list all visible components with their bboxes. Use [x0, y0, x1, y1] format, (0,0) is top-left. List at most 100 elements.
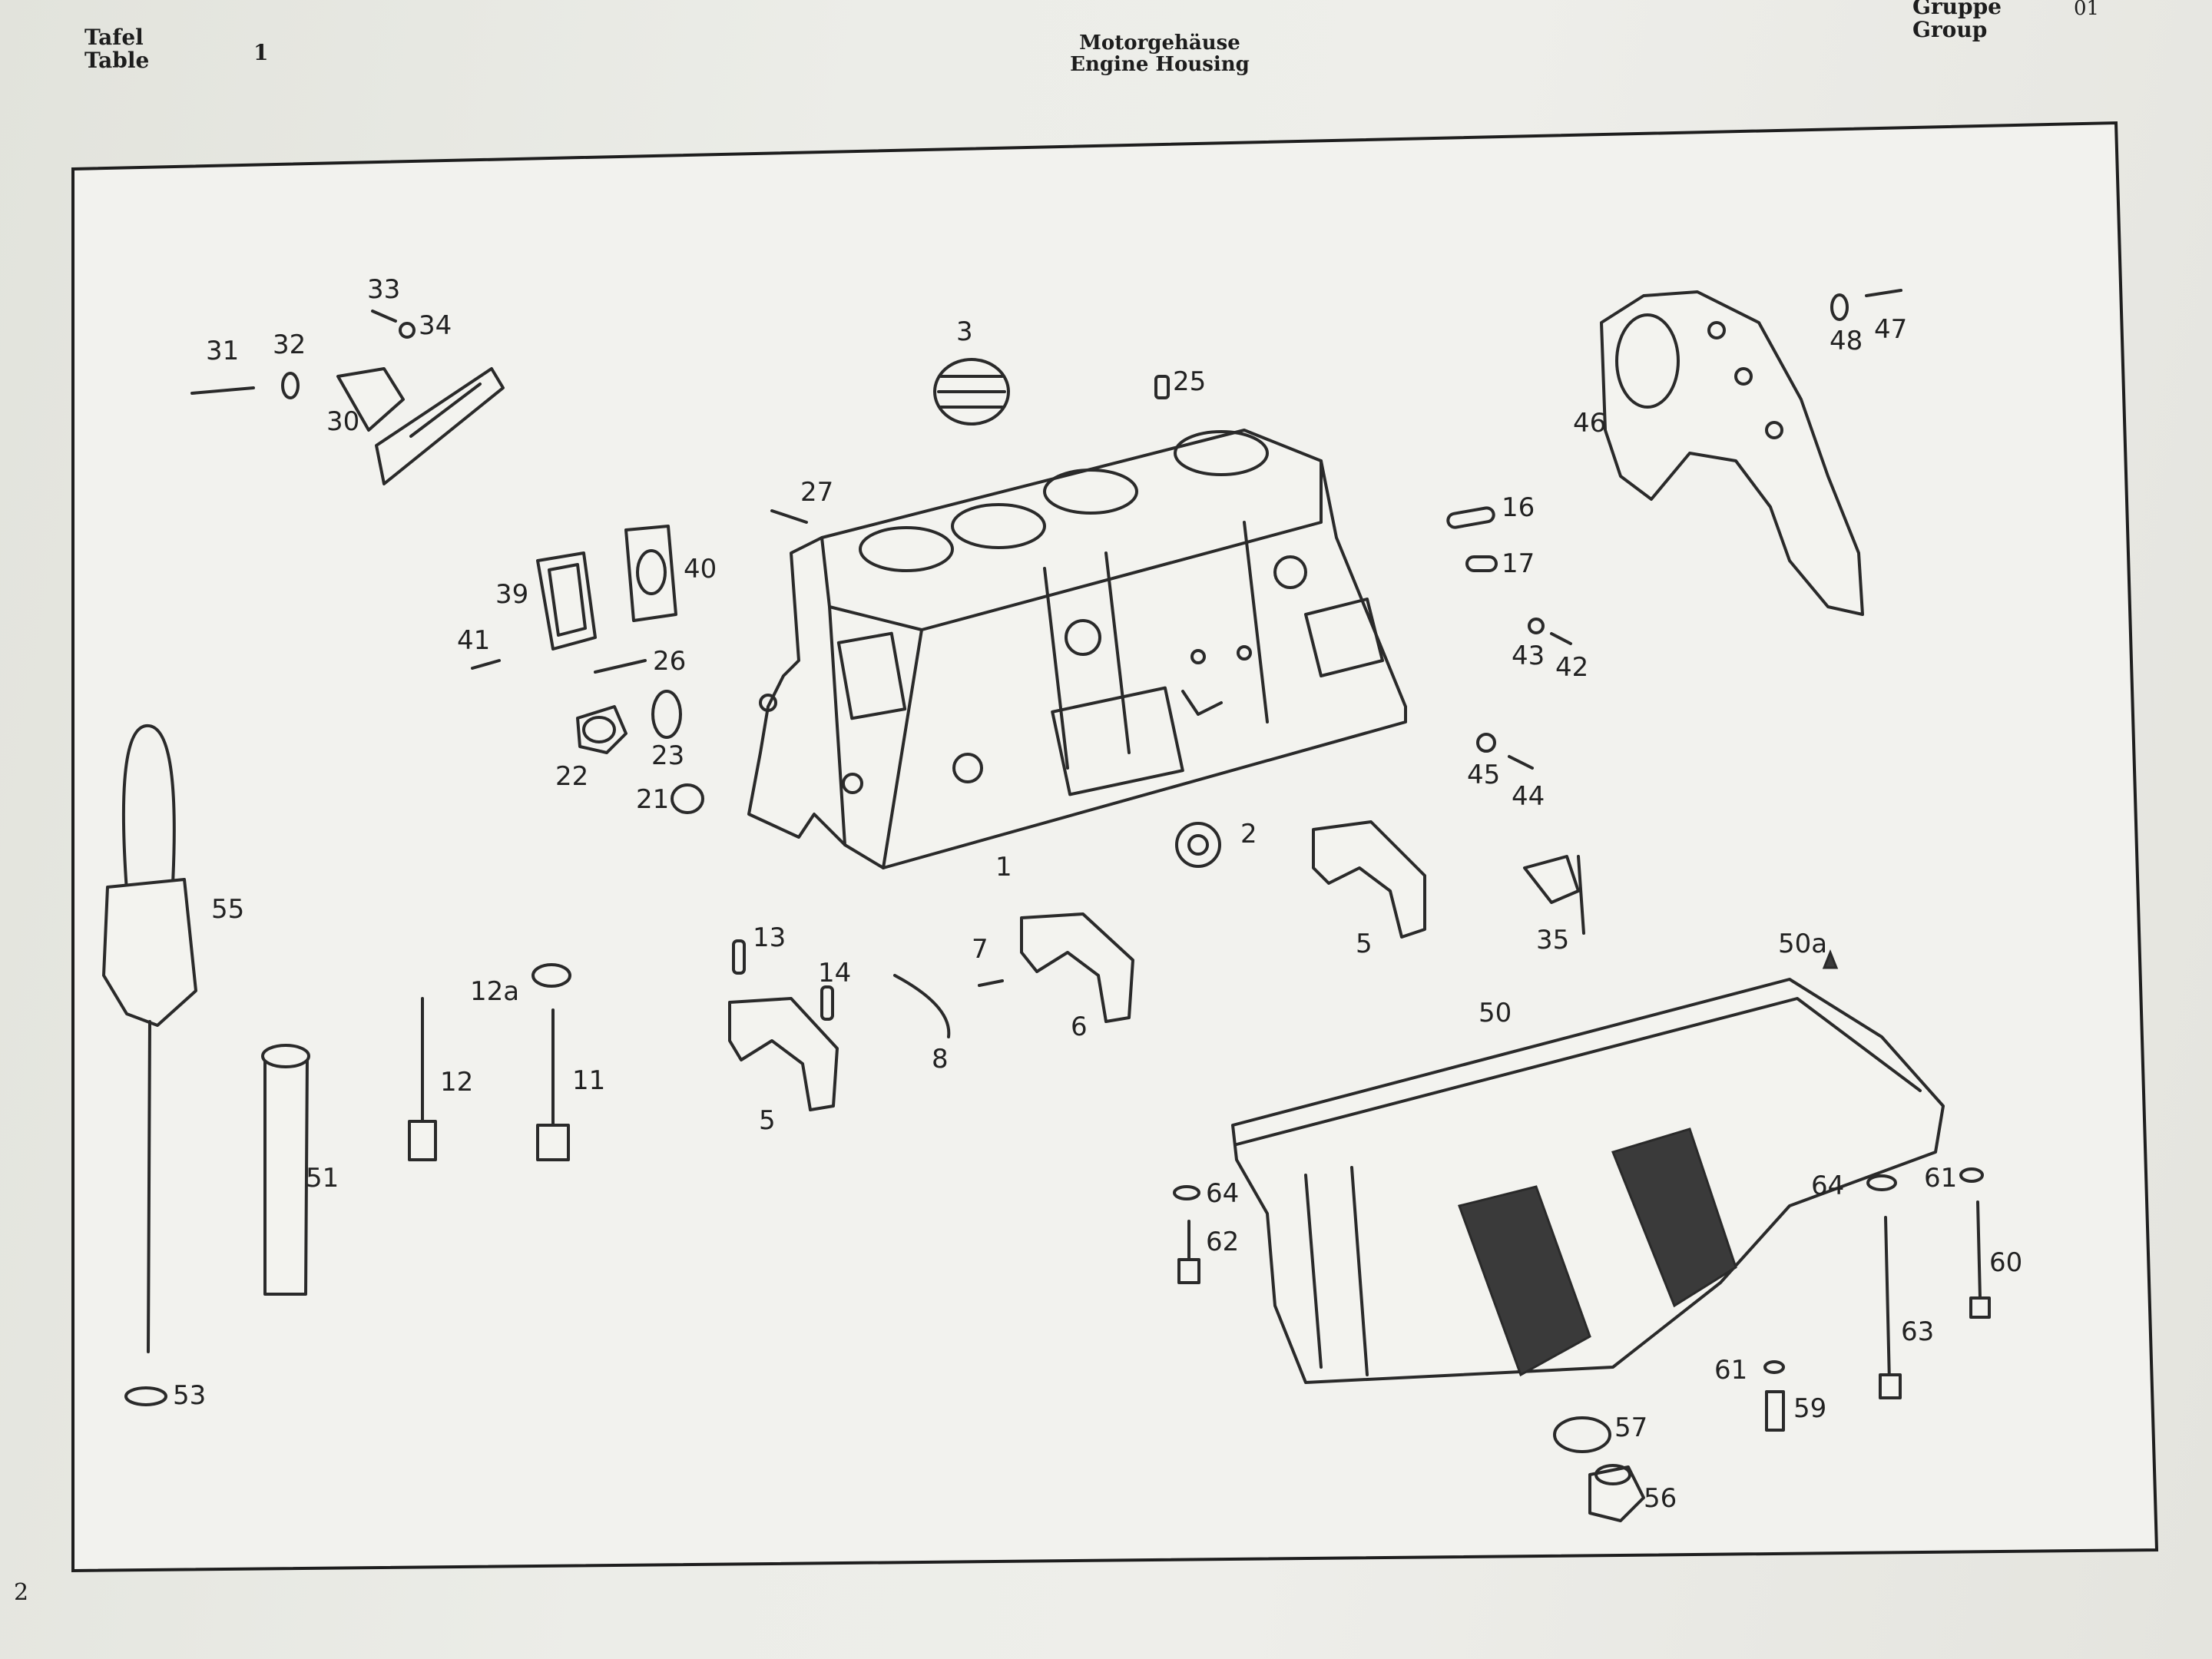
bearing-cap-5-left — [728, 997, 839, 1111]
bolt-33 — [371, 310, 397, 323]
callout-7: 7 — [972, 934, 988, 965]
group-number: 01 — [2074, 0, 2100, 20]
page-title: Motorgehäuse Engine Housing — [998, 32, 1321, 75]
callout-64-left: 64 — [1206, 1178, 1239, 1209]
callout-26: 26 — [653, 646, 686, 677]
callout-46: 46 — [1573, 408, 1606, 439]
callout-30: 30 — [326, 406, 359, 437]
callout-64-right: 64 — [1811, 1171, 1844, 1201]
callout-63: 63 — [1901, 1316, 1934, 1347]
washer-61-bottom — [1763, 1360, 1785, 1374]
tube-51 — [261, 1044, 310, 1296]
callout-16: 16 — [1502, 492, 1535, 523]
callout-3: 3 — [956, 316, 973, 347]
washer-48 — [1830, 293, 1849, 321]
washer-64-right — [1866, 1174, 1897, 1191]
pin-13 — [732, 939, 746, 975]
bolt-60 — [1969, 1200, 1991, 1319]
callout-45: 45 — [1467, 760, 1500, 790]
pin-14 — [820, 985, 834, 1021]
pin-17 — [1465, 555, 1498, 572]
callout-43: 43 — [1512, 641, 1545, 671]
callout-60: 60 — [1989, 1247, 2022, 1278]
callout-42: 42 — [1555, 652, 1588, 683]
cup-plug-3 — [933, 358, 1010, 426]
callout-56: 56 — [1644, 1483, 1677, 1514]
callout-6: 6 — [1071, 1012, 1088, 1042]
dipstick-55 — [102, 724, 197, 1353]
callout-35: 35 — [1536, 925, 1569, 955]
callout-2: 2 — [1240, 819, 1257, 849]
callout-51: 51 — [306, 1163, 339, 1194]
callout-47: 47 — [1874, 314, 1907, 345]
bolt-12 — [408, 997, 437, 1161]
tafel-text: Tafel — [84, 25, 144, 50]
title-german: Motorgehäuse — [1079, 31, 1240, 55]
callout-44: 44 — [1512, 781, 1545, 812]
thrust-washer-8 — [893, 974, 951, 1038]
callout-8: 8 — [932, 1044, 949, 1075]
pin-25 — [1154, 375, 1170, 399]
washer-43 — [1528, 618, 1545, 634]
callout-23: 23 — [651, 740, 684, 771]
table-number: 1 — [253, 40, 269, 65]
callout-50: 50 — [1479, 998, 1512, 1028]
table-text: Table — [84, 48, 150, 73]
callout-12a: 12a — [470, 976, 519, 1007]
callout-5-left: 5 — [759, 1105, 776, 1136]
callout-39: 39 — [495, 579, 528, 610]
bracket-30 — [336, 367, 505, 485]
washer-45 — [1476, 733, 1496, 753]
callout-25: 25 — [1173, 366, 1206, 397]
callout-59: 59 — [1793, 1393, 1826, 1424]
callout-33: 33 — [367, 274, 400, 305]
drain-plug-56 — [1588, 1464, 1645, 1522]
engine-block — [747, 429, 1407, 869]
pin-16 — [1446, 506, 1495, 529]
callout-61-top: 61 — [1924, 1163, 1957, 1194]
bolt-62 — [1177, 1220, 1200, 1284]
washer-32 — [281, 372, 300, 399]
washer-61-top — [1959, 1167, 1984, 1183]
bolt-31 — [190, 386, 255, 395]
bolt-47 — [1865, 289, 1902, 297]
callout-40: 40 — [684, 554, 717, 584]
bolt-63 — [1879, 1216, 1902, 1399]
callout-12: 12 — [440, 1067, 473, 1098]
callout-5-right: 5 — [1356, 929, 1373, 959]
callout-1: 1 — [995, 852, 1012, 882]
ring-57 — [1553, 1416, 1611, 1453]
plug-59 — [1765, 1390, 1785, 1432]
bolt-42 — [1550, 632, 1572, 645]
group-german: Gruppe — [1912, 0, 2002, 19]
bearing-cap-5-right — [1312, 820, 1426, 939]
washer-12a — [531, 963, 571, 988]
callout-31: 31 — [206, 336, 239, 366]
ring-53 — [124, 1386, 167, 1406]
callout-55: 55 — [211, 894, 244, 925]
pin-7 — [978, 979, 1004, 987]
callout-57: 57 — [1614, 1412, 1647, 1443]
callout-48: 48 — [1830, 326, 1863, 356]
callout-61-bottom: 61 — [1714, 1355, 1747, 1386]
bolt-44 — [1508, 755, 1534, 770]
callout-53: 53 — [173, 1380, 206, 1411]
callout-34: 34 — [419, 310, 452, 341]
callout-50a: 50a — [1778, 929, 1827, 959]
stud-26 — [594, 659, 647, 674]
callout-11: 11 — [572, 1065, 605, 1096]
oil-pan-50 — [1231, 978, 1945, 1384]
valve-35 — [1523, 855, 1585, 935]
gasket-39 — [536, 551, 597, 651]
washer-64-left — [1173, 1185, 1200, 1200]
page-number: 2 — [14, 1579, 29, 1606]
bolt-11 — [536, 1008, 570, 1161]
bolt-41 — [471, 659, 501, 670]
callout-22: 22 — [555, 761, 588, 792]
group-english: Group — [1912, 17, 1988, 42]
washer-34 — [399, 322, 416, 339]
table-label: Tafel Table — [84, 26, 149, 72]
callout-32: 32 — [273, 329, 306, 360]
plug-22 — [576, 705, 628, 754]
